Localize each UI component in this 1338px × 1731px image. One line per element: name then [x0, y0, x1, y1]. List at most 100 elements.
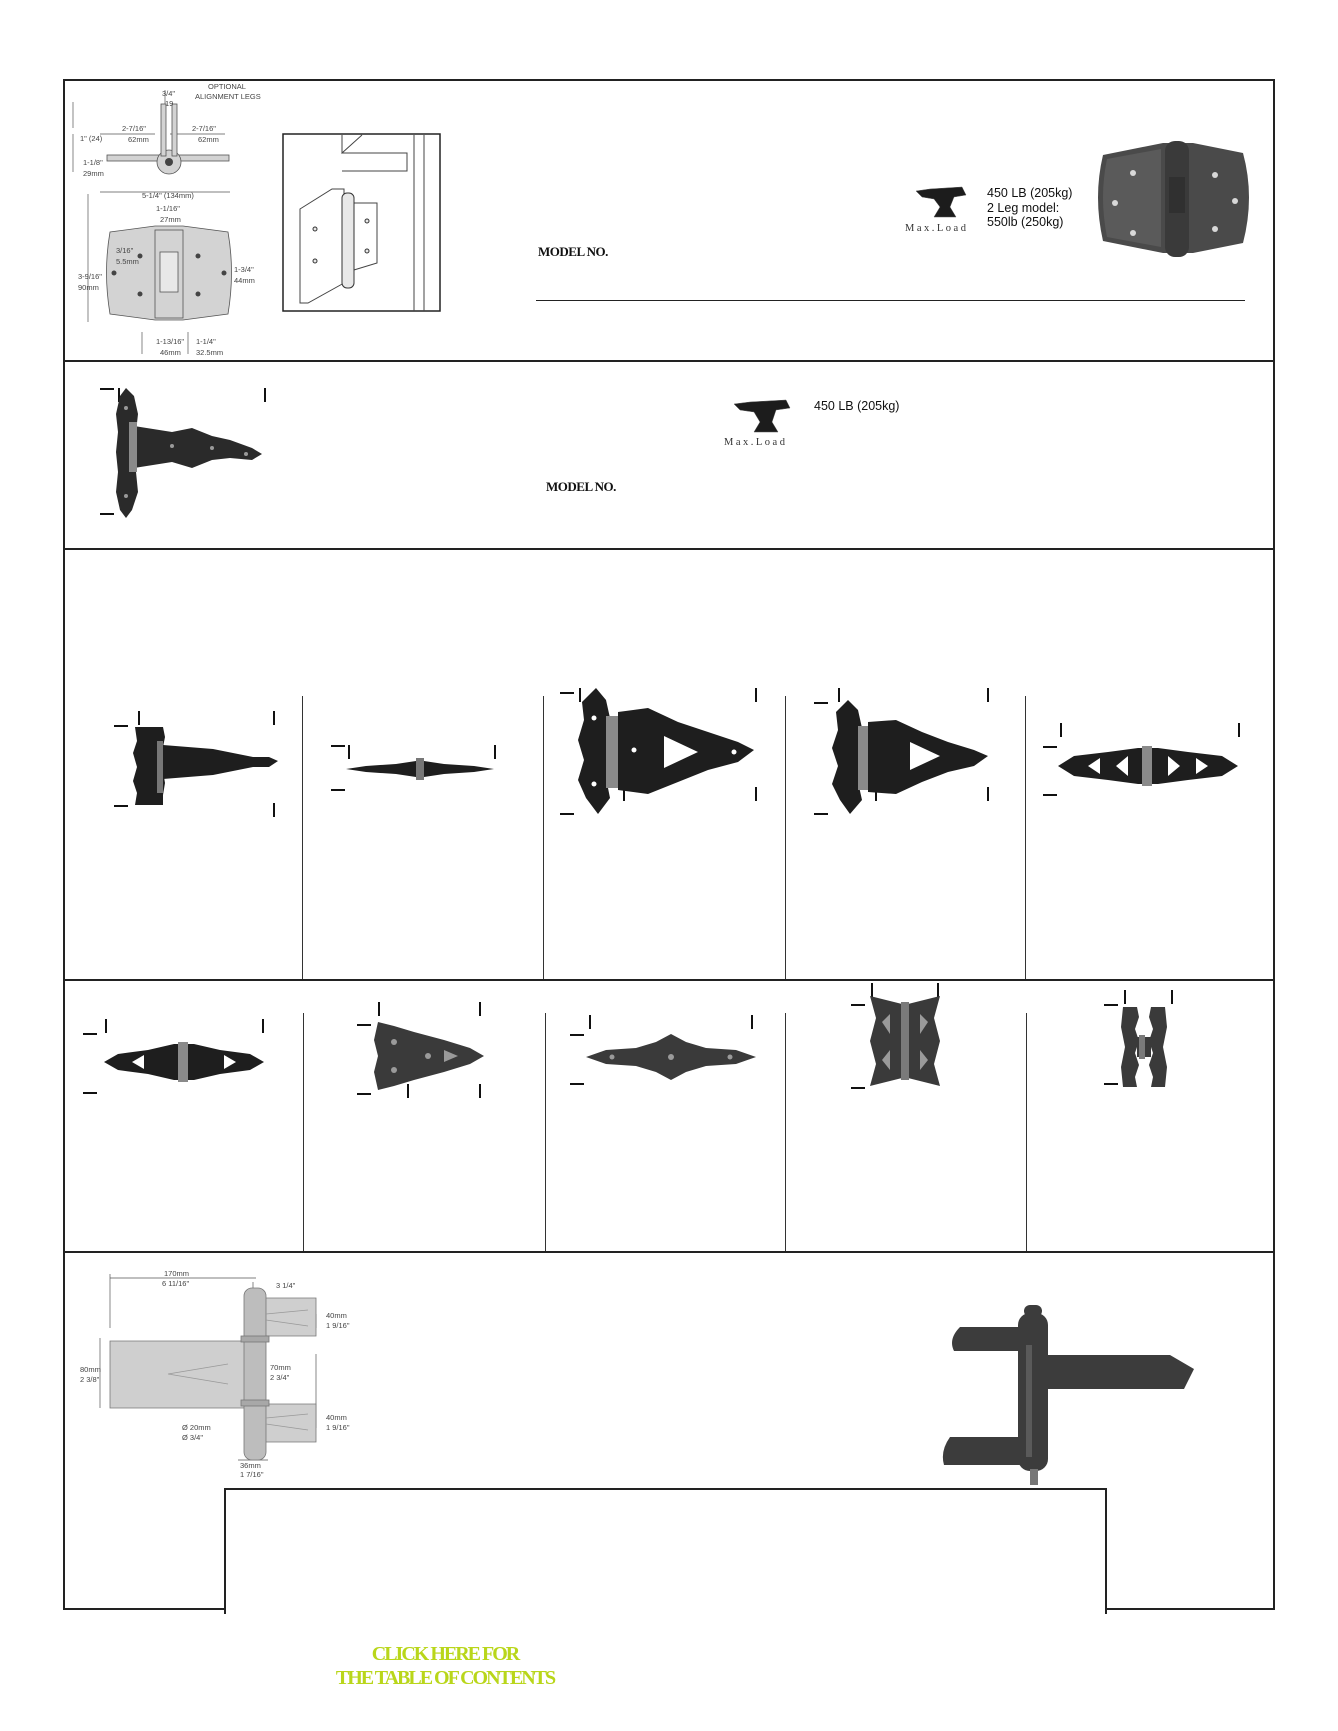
dimension-tick [570, 1083, 584, 1085]
model-underline [536, 300, 1245, 301]
dimension-tick [987, 787, 989, 801]
dimension-tick [560, 692, 574, 694]
dimension-tick [100, 388, 114, 390]
dimension-tick [100, 513, 114, 515]
strap-hinge-image [346, 758, 494, 780]
svg-text:1-3/4": 1-3/4" [234, 265, 254, 274]
dimension-tick [138, 711, 140, 725]
svg-text:2 3/8": 2 3/8" [80, 1375, 100, 1384]
svg-text:27mm: 27mm [160, 215, 181, 224]
dimension-tick [1124, 990, 1126, 1004]
dimension-tick [273, 711, 275, 725]
dimension-tick [357, 1093, 371, 1095]
dimension-tick [273, 803, 275, 817]
svg-text:3 1/4": 3 1/4" [276, 1281, 296, 1290]
gate-hinge-photo [1098, 141, 1249, 257]
load-line: 450 LB (205kg) [987, 186, 1073, 200]
section-divider-1 [63, 360, 1275, 362]
svg-text:6 11/16": 6 11/16" [162, 1279, 189, 1288]
svg-text:3/4": 3/4" [162, 89, 175, 98]
dimension-tick [755, 787, 757, 801]
column-divider [303, 1013, 304, 1251]
dimension-tick [105, 1019, 107, 1033]
svg-text:OPTIONAL: OPTIONAL [208, 82, 246, 91]
svg-text:32.5mm: 32.5mm [196, 348, 223, 357]
dimension-tick [814, 702, 828, 704]
dimension-tick [479, 1084, 481, 1098]
svg-text:2 3/4": 2 3/4" [270, 1373, 290, 1382]
decorative-strap-hinge-image [104, 1042, 264, 1082]
dimension-tick [407, 1084, 409, 1098]
bottom-notch [224, 1488, 1107, 1614]
svg-text:40mm: 40mm [326, 1413, 347, 1422]
dimension-tick [378, 1002, 380, 1016]
svg-text:5-1/4" (134mm): 5-1/4" (134mm) [142, 191, 194, 200]
dimension-tick [851, 1087, 865, 1089]
dimension-tick [262, 1019, 264, 1033]
toc-link-line[interactable]: THE TABLE OF CONTENTS [335, 1667, 556, 1689]
column-divider [785, 696, 786, 979]
svg-text:Ø 20mm: Ø 20mm [182, 1423, 211, 1432]
dimension-tick [1104, 1004, 1118, 1006]
column-divider [545, 1013, 546, 1251]
toc-link-line[interactable]: CLICK HERE FOR [371, 1643, 520, 1665]
section-divider-2 [63, 548, 1275, 550]
svg-text:44mm: 44mm [234, 276, 255, 285]
weld-on-hinge-dimension-diagram: 170mm 6 11/16" 3 1/4" 40mm 1 9/16" 70mm … [80, 1269, 350, 1479]
dimension-tick [560, 813, 574, 815]
dimension-tick [851, 1004, 865, 1006]
heavy-tee-hinge-image [116, 388, 262, 518]
decorative-tee-hinge-image [578, 688, 754, 814]
svg-text:2-7/16": 2-7/16" [192, 124, 216, 133]
svg-text:1-1/16": 1-1/16" [156, 204, 180, 213]
dimension-tick [1238, 723, 1240, 737]
dimension-tick [264, 388, 266, 402]
dimension-tick [1043, 746, 1057, 748]
svg-text:29mm: 29mm [83, 169, 104, 178]
max-load-label: Max.Load [905, 223, 969, 234]
dimension-tick [1043, 794, 1057, 796]
svg-text:70mm: 70mm [270, 1363, 291, 1372]
svg-text:36mm: 36mm [240, 1461, 261, 1470]
gate-hinge-illustration [282, 133, 441, 312]
hammered-strap-hinge-image [586, 1034, 756, 1080]
hammered-butterfly-hinge-image [870, 996, 940, 1086]
svg-text:80mm: 80mm [80, 1365, 101, 1374]
svg-text:1-13/16": 1-13/16" [156, 337, 184, 346]
svg-text:ALIGNMENT LEGS: ALIGNMENT LEGS [195, 92, 261, 101]
svg-text:5.5mm: 5.5mm [116, 257, 139, 266]
load-line: 550lb (250kg) [987, 215, 1064, 229]
svg-text:Ø 3/4": Ø 3/4" [182, 1433, 203, 1442]
dimension-tick [570, 1034, 584, 1036]
svg-text:1 9/16": 1 9/16" [326, 1423, 350, 1432]
decorative-strap-hinge-image [1058, 746, 1238, 786]
table-of-contents-link[interactable]: CLICK HERE FOR THE TABLE OF CONTENTS [275, 1642, 615, 1690]
max-load-label: Max.Load [724, 437, 788, 448]
dimension-tick [83, 1033, 97, 1035]
load-line: 2 Leg model: [987, 200, 1060, 215]
dimension-tick [479, 1002, 481, 1016]
svg-text:62mm: 62mm [198, 135, 219, 144]
svg-text:1-1/4": 1-1/4" [196, 337, 216, 346]
svg-text:170mm: 170mm [164, 1269, 189, 1278]
max-load-value: 450 LB (205kg) [814, 399, 900, 413]
dimension-tick [331, 745, 345, 747]
dimension-tick [838, 688, 840, 702]
dimension-tick [1060, 723, 1062, 737]
dimension-tick [937, 983, 939, 997]
svg-text:62mm: 62mm [128, 135, 149, 144]
dimension-tick [987, 688, 989, 702]
svg-text:46mm: 46mm [160, 348, 181, 357]
dimension-tick [357, 1024, 371, 1026]
dimension-tick [114, 805, 128, 807]
hammered-tee-hinge-image [374, 1022, 484, 1090]
dimension-tick [871, 983, 873, 997]
dimension-tick [755, 688, 757, 702]
dimension-tick [114, 725, 128, 727]
decorative-tee-hinge-image [832, 700, 988, 814]
max-load-values: 450 LB (205kg) 2 Leg model: 550lb (250kg… [987, 186, 1072, 230]
svg-text:1 9/16": 1 9/16" [326, 1321, 350, 1330]
svg-text:3-9/16": 3-9/16" [78, 272, 102, 281]
svg-text:1-1/8": 1-1/8" [83, 158, 103, 167]
column-divider [543, 696, 544, 979]
